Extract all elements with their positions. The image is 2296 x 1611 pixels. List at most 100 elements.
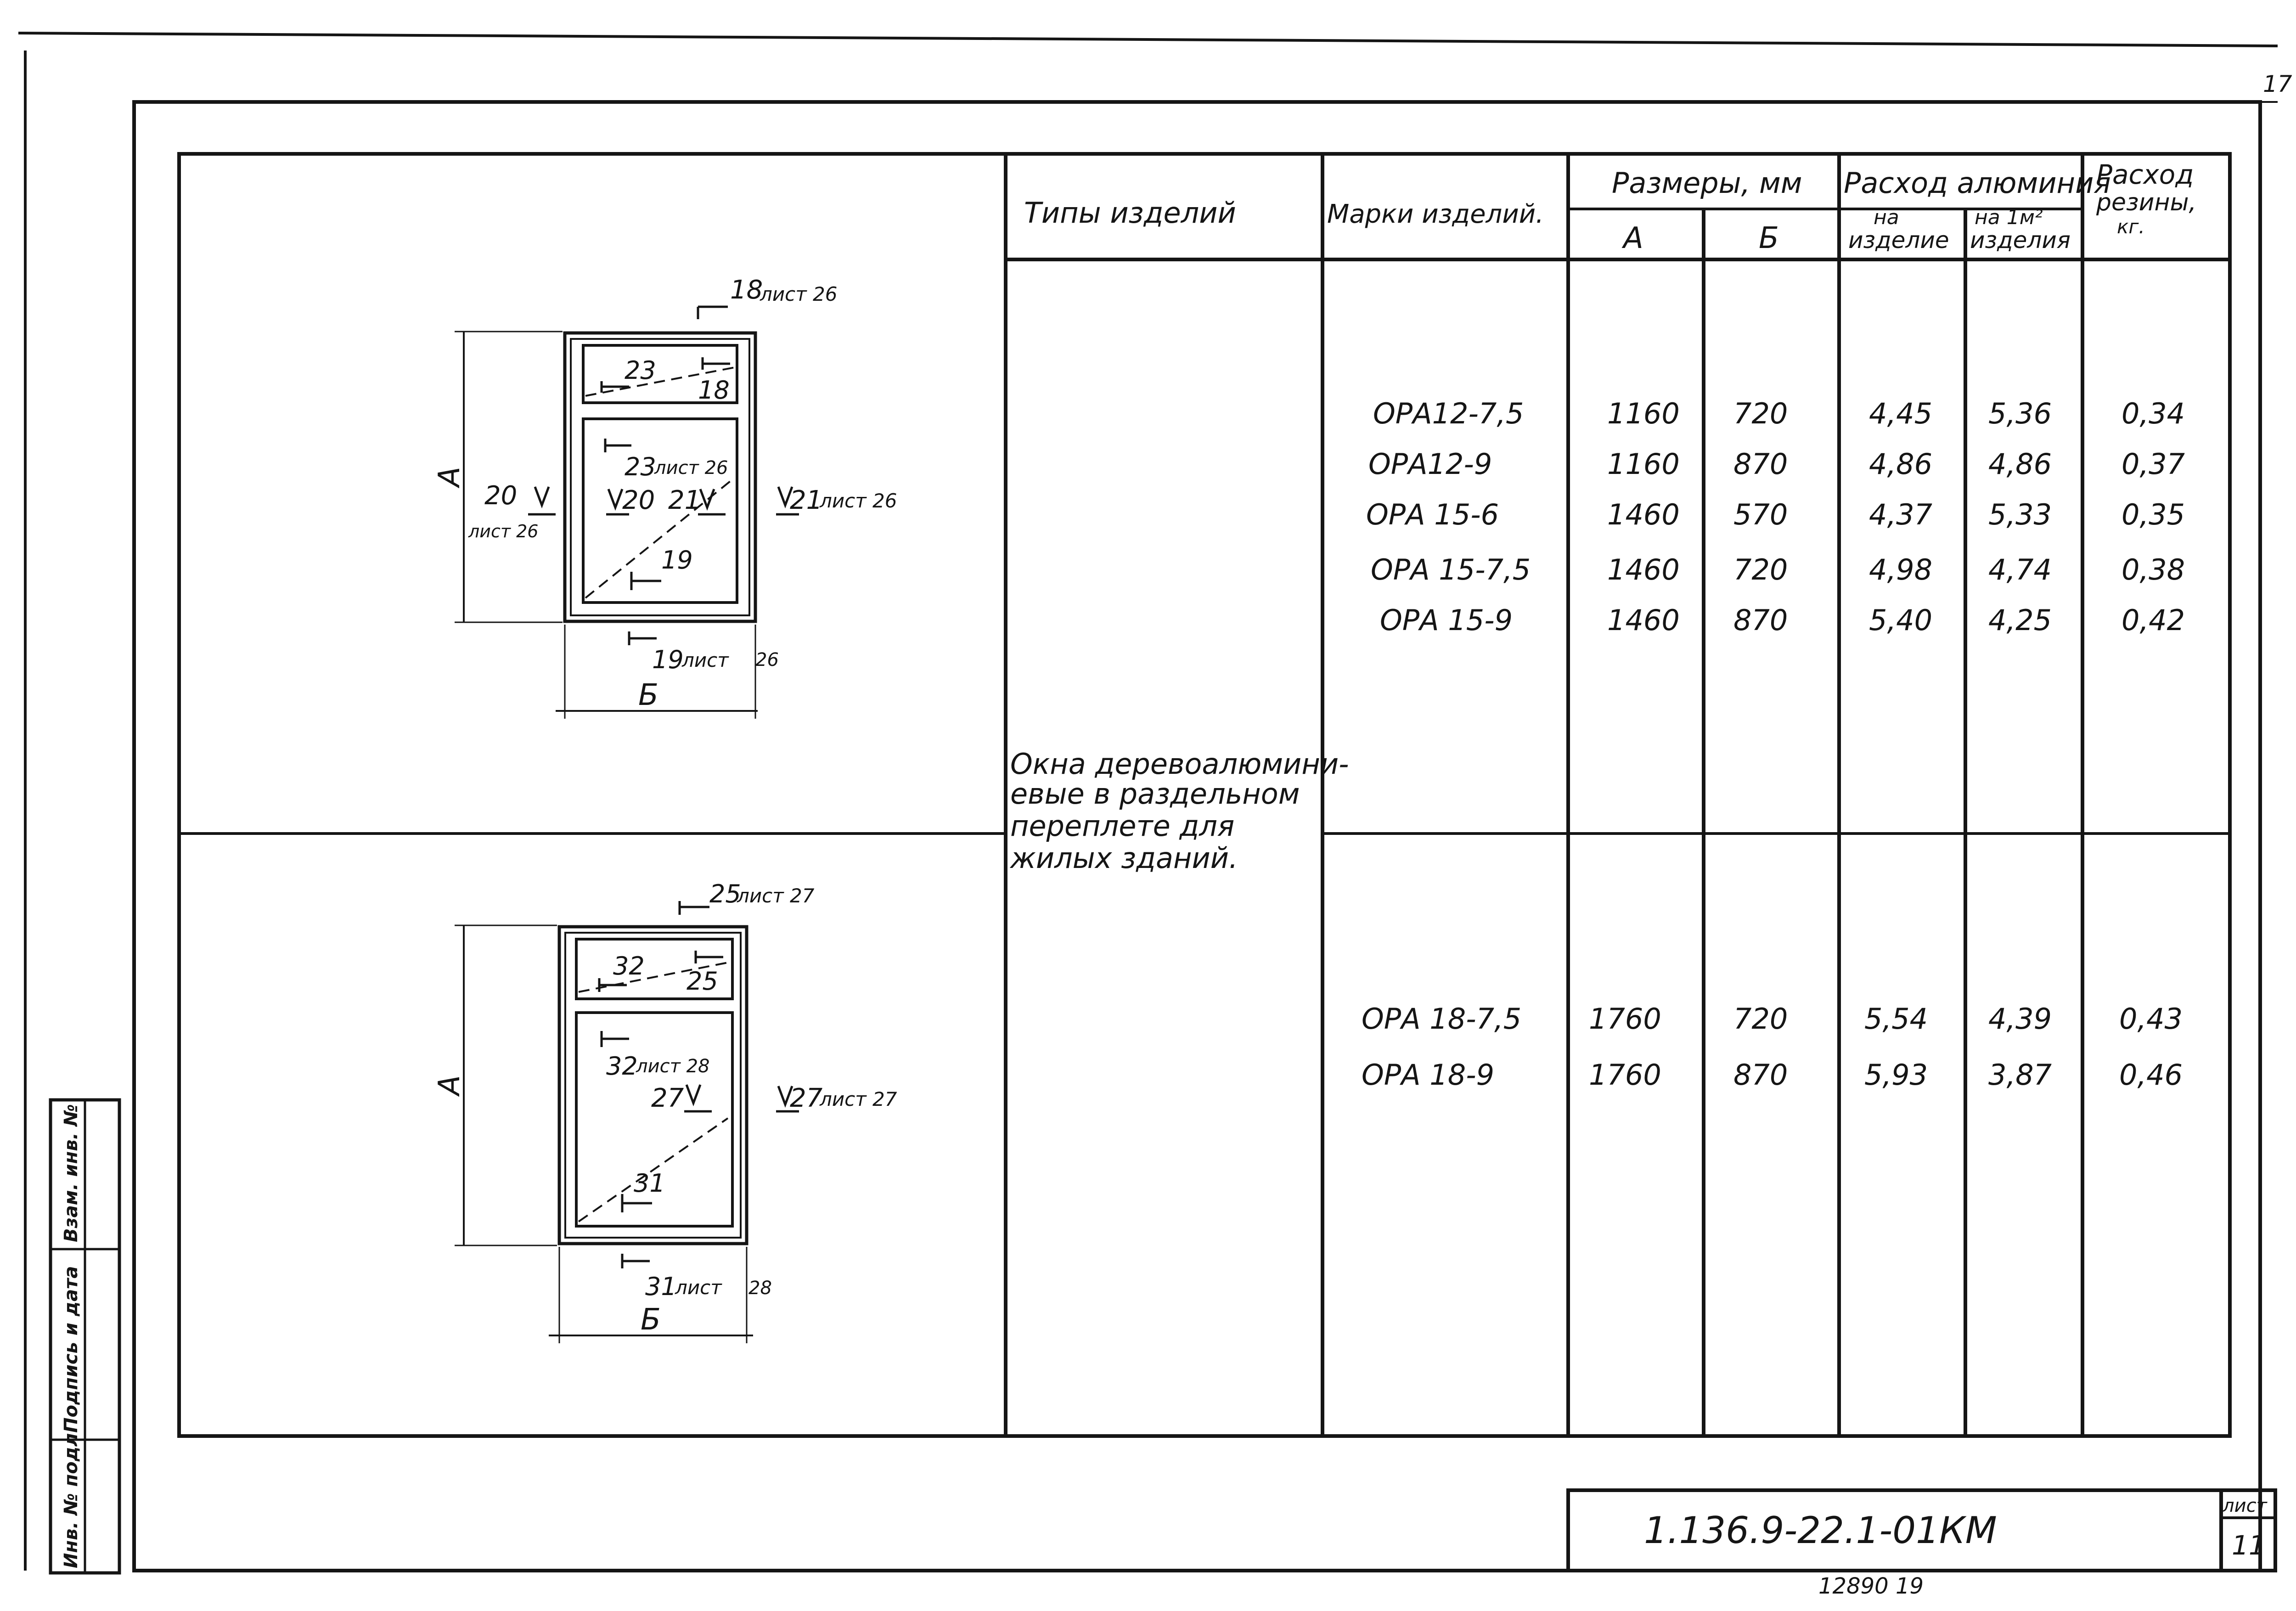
window1-sash	[582, 417, 738, 604]
label-19-sheet-no: 26	[755, 649, 779, 670]
main-table-frame	[177, 152, 2232, 1438]
cell-rubber: 0,35	[2122, 498, 2185, 531]
cell-alu-m2: 5,36	[1988, 397, 2052, 430]
window2-frame-outer	[557, 925, 748, 1245]
header-rubber-2: резины,	[2096, 189, 2196, 216]
label-18: 18	[730, 275, 763, 305]
side-stamp: Инв. № подл. Подпись и дата Взам. инв. №	[49, 1098, 121, 1575]
cell-mark: ОРА 15-9	[1380, 603, 1513, 637]
arrow-icon	[694, 951, 723, 963]
label-23-sheet: лист 26	[654, 457, 728, 479]
cell-alu-m2: 4,39	[1988, 1002, 2052, 1036]
cell-mark: ОРА12-9	[1368, 447, 1492, 481]
label-20-outer-sheet: лист 26	[468, 521, 538, 541]
cell-alu-item: 4,86	[1869, 447, 1932, 481]
header-rubber-1: Расход	[2096, 159, 2194, 190]
label-25-sheet: лист 27	[737, 884, 815, 907]
arrow-icon	[604, 439, 631, 452]
arrow-icon	[697, 305, 728, 319]
arrow-icon	[600, 1031, 629, 1047]
type-desc-line: Окна деревоалюмини-	[1010, 747, 1349, 781]
cell-alu-m2: 3,87	[1988, 1058, 2052, 1092]
label-31-inner: 31	[634, 1169, 665, 1198]
window2-dim-a-label: А	[433, 1075, 467, 1097]
stamp-sheet-box	[2219, 1488, 2277, 1572]
cell-b: 720	[1733, 553, 1788, 586]
stamp-inventory: 12890 19	[1818, 1573, 1924, 1599]
arrow-icon	[628, 631, 657, 645]
cell-alu-m2: 4,86	[1988, 447, 2052, 481]
cell-mark: ОРА 15-6	[1366, 498, 1499, 531]
label-32-sheet: лист 28	[636, 1056, 709, 1077]
title-stamp: 1.136.9-22.1-01КМ лист 11 12890 19	[1566, 1488, 2277, 1599]
type-desc-line: жилых зданий.	[1009, 841, 1238, 875]
type-description: Окна деревоалюмини- евые в раздельном пе…	[1009, 747, 1349, 875]
header-alu-item-2: изделие	[1848, 227, 1949, 253]
label-19-inner: 19	[661, 546, 693, 575]
label-21-outer-sheet: лист 26	[819, 490, 897, 512]
cell-alu-item: 4,98	[1869, 553, 1932, 586]
cell-a: 1760	[1589, 1002, 1661, 1036]
header-mark: Марки изделий.	[1327, 199, 1544, 229]
cell-rubber: 0,38	[2122, 553, 2185, 586]
window-drawing-1: А Б 18 лист 26 23 18 23 лист 26 20 лист …	[433, 275, 897, 719]
window2-sash-diagonal	[578, 1117, 729, 1222]
window2-transom	[575, 938, 734, 1000]
window2-transom-diagonal	[578, 961, 731, 993]
window1-dim-a-label: А	[433, 467, 467, 489]
drawing-frame	[132, 100, 2262, 1572]
cell-a: 1160	[1607, 397, 1680, 430]
header-alu-m2-1: на 1м²	[1975, 206, 2043, 229]
table-row: ОРА 18-7,5 1760 720 5,54 4,39 0,43	[1362, 1002, 2183, 1036]
cell-alu-m2: 4,25	[1988, 603, 2052, 637]
type-desc-line: евые в раздельном	[1010, 777, 1300, 811]
label-18-sheet: лист 26	[760, 283, 838, 305]
header-alu-m2-2: изделия	[1970, 227, 2071, 253]
window1-frame-inner	[570, 338, 750, 616]
table-row: ОРА 15-6 1460 570 4,37 5,33 0,35	[1366, 498, 2185, 531]
arrow-icon	[621, 1254, 650, 1268]
label-19-sheet: лист	[681, 649, 729, 671]
label-31-sheet-num: 31	[645, 1272, 677, 1301]
arrow-down-icon	[528, 486, 556, 516]
header-alu-group: Расход алюминия	[1844, 166, 2111, 200]
cell-mark: ОРА 15-7,5	[1371, 553, 1531, 586]
header-size-b: Б	[1759, 221, 1779, 255]
cell-mark: ОРА12-7,5	[1373, 397, 1524, 430]
window2-dim-b-label: Б	[641, 1303, 661, 1337]
header-size-a: А	[1621, 221, 1643, 255]
table-row: ОРА 18-9 1760 870 5,93 3,87 0,46	[1362, 1058, 2183, 1092]
label-18-inner: 18	[698, 376, 730, 405]
type-desc-line: переплете для	[1010, 809, 1234, 843]
arrow-icon	[621, 1194, 652, 1212]
cell-b: 870	[1733, 1058, 1788, 1092]
cell-mark: ОРА 18-9	[1362, 1058, 1494, 1092]
cell-b: 720	[1733, 397, 1788, 430]
label-19-sheet-num: 19	[652, 645, 684, 674]
header-rubber-3: кг.	[2117, 215, 2145, 238]
arrow-icon	[630, 572, 661, 590]
stamp-code: 1.136.9-22.1-01КМ	[1644, 1509, 1997, 1552]
cell-alu-item: 4,45	[1869, 397, 1932, 430]
arrow-down-icon	[776, 1086, 799, 1113]
label-20-outer: 20	[484, 481, 517, 511]
cell-alu-item: 4,37	[1869, 498, 1932, 531]
label-31-sheet: лист	[675, 1276, 722, 1299]
sheet-number-top: 17	[2263, 71, 2292, 97]
window2-sash	[575, 1011, 734, 1228]
arrow-icon	[600, 381, 629, 393]
window1-transom	[582, 344, 738, 404]
label-27-outer: 27	[790, 1083, 823, 1113]
cell-rubber: 0,43	[2119, 1002, 2183, 1036]
cell-alu-m2: 5,33	[1988, 498, 2052, 531]
label-25: 25	[709, 879, 741, 908]
arrow-down-icon	[698, 489, 726, 516]
stamp-sheet-label: лист	[2222, 1495, 2268, 1516]
cell-mark: ОРА 18-7,5	[1362, 1002, 1521, 1036]
cell-a: 1160	[1607, 447, 1680, 481]
cell-alu-item: 5,93	[1864, 1058, 1928, 1092]
cell-a: 1460	[1607, 553, 1680, 586]
label-25-inner: 25	[687, 967, 718, 996]
window2-frame-inner	[564, 932, 742, 1239]
label-20-inner: 20	[622, 485, 655, 515]
